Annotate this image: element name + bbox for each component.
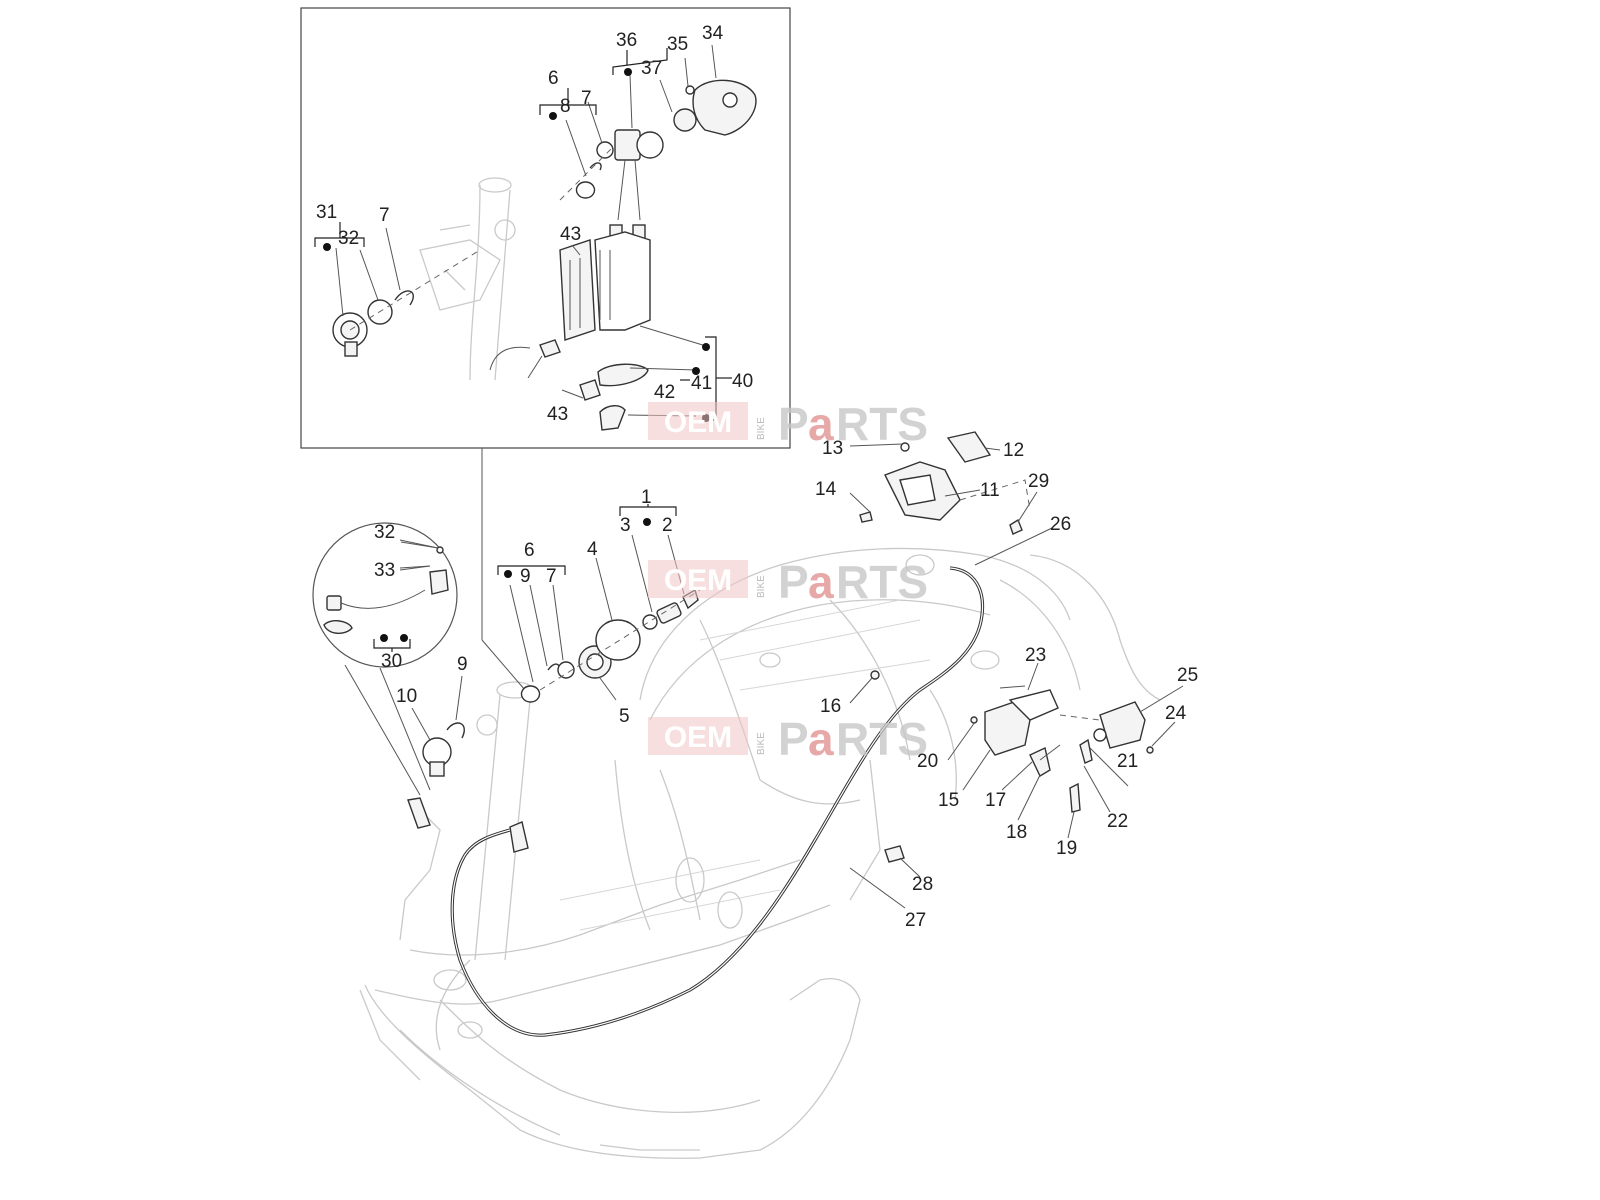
clamp-27-part [884, 845, 905, 863]
seat-latch-part [970, 685, 1154, 813]
callout-label: 27 [905, 910, 926, 931]
callout-label: 16 [820, 696, 841, 717]
callout-label: 15 [938, 790, 959, 811]
callout-label: 7 [379, 205, 390, 226]
screw-33-part [685, 85, 695, 95]
callout-label: 34 [702, 23, 724, 44]
inset-leaders [335, 44, 717, 417]
callout-label: 43 [560, 224, 581, 245]
nut-7-part [596, 141, 614, 159]
callout-label: 33 [374, 560, 395, 581]
callout-label: 32 [374, 522, 395, 543]
ring-4-part [595, 619, 641, 661]
callout-label: 2 [662, 515, 673, 536]
cylinder-part [656, 602, 682, 624]
callout-labels: 31 32 7 6 8 7 36 37 35 34 43 43 42 41 40… [316, 23, 1198, 931]
lock-cover-part [692, 79, 757, 136]
watermark-oem-text: OEM [664, 721, 732, 754]
watermark-bike-text: BIKE [756, 732, 767, 755]
watermark-1: OEM BIKE P a RTS [648, 398, 928, 450]
callout-label: 32 [338, 228, 359, 249]
seat-release-cable [450, 566, 985, 1037]
callout-label: 40 [732, 371, 753, 392]
callout-label: 30 [381, 651, 402, 672]
connector-42-part [579, 379, 601, 401]
watermark-bike-text: BIKE [756, 575, 767, 598]
callout-label: 43 [547, 404, 568, 425]
watermark-rts-text: RTS [836, 556, 928, 608]
watermark-2: OEM BIKE P a RTS [648, 556, 928, 608]
callout-label: 23 [1025, 645, 1046, 666]
watermark-p-text: P [778, 713, 809, 765]
callout-label: 29 [1028, 471, 1049, 492]
callout-label: 36 [616, 30, 637, 51]
callout-label: 14 [815, 479, 837, 500]
callout-label: 9 [457, 654, 468, 675]
washer-8-part [575, 181, 596, 199]
callout-label: 17 [985, 790, 1006, 811]
watermark-rts-text: RTS [836, 713, 928, 765]
clip-9-main-part [446, 722, 465, 739]
seat-hinge-part [859, 431, 1031, 535]
nut-15-part [870, 670, 880, 680]
watermark-a-text: a [808, 398, 834, 450]
callout-label: 6 [524, 540, 535, 561]
ignition-switch-part [609, 108, 697, 246]
washer-8-main-part [520, 685, 541, 703]
bracket-frame-part [407, 797, 431, 829]
callout-label: 41 [691, 373, 712, 394]
key-fob-part [599, 405, 626, 431]
connector-43-part [539, 339, 561, 358]
watermark-oem-text: OEM [664, 564, 732, 597]
watermark-p-text: P [778, 398, 809, 450]
main-leaders [399, 443, 1184, 909]
watermark-bike-text: BIKE [756, 417, 767, 440]
callout-label: 35 [667, 34, 688, 55]
callout-label: 37 [641, 58, 662, 79]
callout-label: 20 [917, 751, 938, 772]
watermark-a-text: a [808, 713, 834, 765]
control-unit-part [559, 231, 651, 341]
callout-label: 19 [1056, 838, 1077, 859]
callout-label: 31 [316, 202, 337, 223]
watermark-p-text: P [778, 556, 809, 608]
callout-label: 7 [546, 566, 557, 587]
callout-label: 25 [1177, 665, 1198, 686]
callout-label: 26 [1050, 514, 1071, 535]
callout-label: 10 [396, 686, 417, 707]
callout-label: 7 [581, 88, 592, 109]
callout-label: 12 [1003, 440, 1024, 461]
watermark-3: OEM BIKE P a RTS [648, 713, 928, 765]
callout-label: 42 [654, 382, 675, 403]
watermark-oem-text: OEM [664, 406, 732, 439]
callout-label: 6 [548, 68, 559, 89]
callout-label: 21 [1117, 751, 1138, 772]
detail-circle [312, 522, 458, 668]
callout-label: 3 [620, 515, 631, 536]
callout-label: 9 [520, 566, 531, 587]
horn-part [332, 312, 368, 357]
callout-label: 5 [619, 706, 630, 727]
callout-label: 8 [560, 96, 571, 117]
inset-frame-outline [419, 177, 516, 381]
callout-label: 18 [1006, 822, 1027, 843]
callout-label: 24 [1165, 703, 1187, 724]
callout-label: 22 [1107, 811, 1128, 832]
callout-label: 28 [912, 874, 933, 895]
watermark-a-text: a [808, 556, 834, 608]
callout-label: 4 [587, 539, 598, 560]
ring-3-part [642, 614, 658, 630]
main-brackets [497, 504, 677, 578]
watermark-rts-text: RTS [836, 398, 928, 450]
callout-label: 13 [822, 438, 843, 459]
key-40-part [597, 363, 649, 387]
scooter-frame-outline [359, 547, 1161, 1159]
clip-9-part [394, 290, 414, 306]
nut-7-main-part [557, 661, 575, 679]
callout-label: 11 [980, 480, 1000, 501]
inset-box [300, 7, 791, 449]
callout-label: 1 [641, 487, 652, 508]
